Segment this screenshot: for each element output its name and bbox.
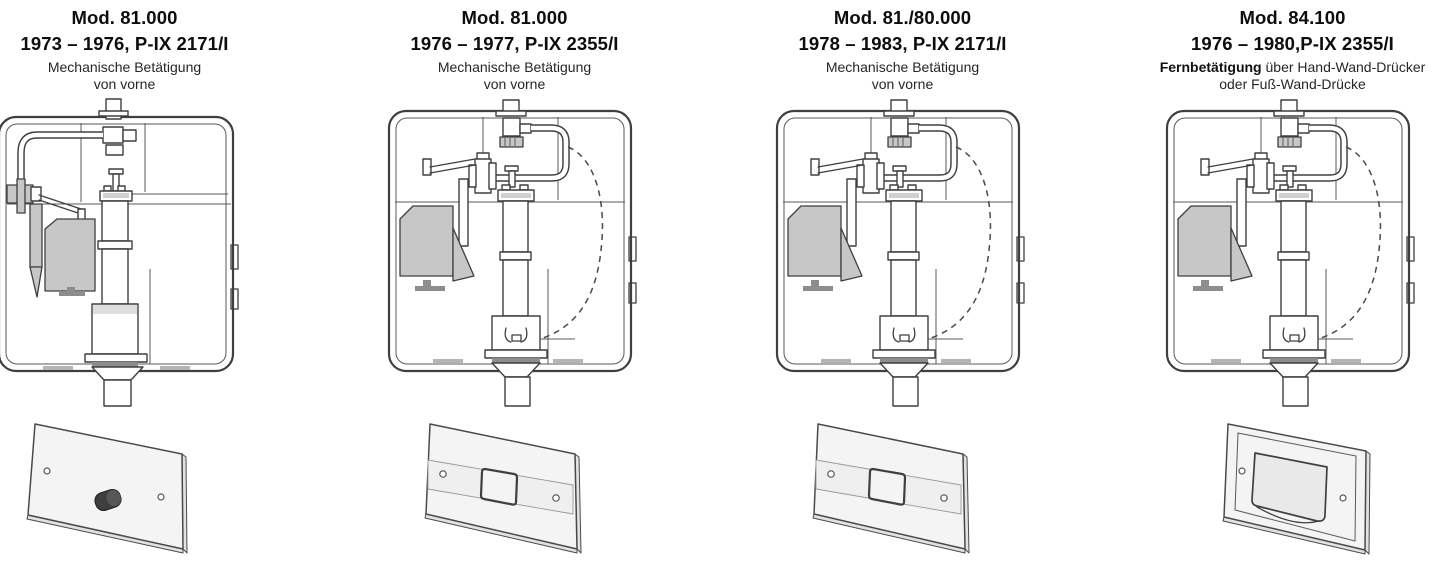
flush-plate-square-diagram <box>405 417 625 567</box>
cistern-cutaway-diagram <box>773 97 1033 417</box>
actuation-description-text: Mechanische Betätigung <box>47 59 202 75</box>
actuation-description-text: Mechanische Betätigung <box>437 59 592 75</box>
actuation-description-line2: von vorne <box>871 76 934 92</box>
variant-column-1: Mod. 81.000 1973 – 1976, P-IX 2171/I Mec… <box>0 0 305 571</box>
variant-header: Mod. 81.000 1976 – 1977, P-IX 2355/I Mec… <box>410 5 618 93</box>
actuation-description-text: Mechanische Betätigung <box>825 59 980 75</box>
flush-plate-rocker-diagram <box>1178 417 1408 567</box>
model-title: Mod. 84.100 <box>1239 7 1346 28</box>
variant-column-2: Mod. 81.000 1976 – 1977, P-IX 2355/I Mec… <box>334 0 695 571</box>
variant-header: Mod. 81./80.000 1978 – 1983, P-IX 2171/I… <box>798 5 1006 93</box>
period-pix-number: 1976 – 1977, P-IX 2355/I <box>410 33 619 54</box>
variant-column-4: Mod. 84.100 1976 – 1980,P-IX 2355/I Fern… <box>1112 0 1445 571</box>
actuation-description-line2: von vorne <box>483 76 546 92</box>
flush-plate-square-diagram <box>793 417 1013 567</box>
variant-header: Mod. 81.000 1973 – 1976, P-IX 2171/I Mec… <box>20 5 228 93</box>
period-pix-number: 1978 – 1983, P-IX 2171/I <box>798 33 1007 54</box>
actuation-description-text: über Hand-Wand-Drücker <box>1261 59 1426 75</box>
variant-column-3: Mod. 81./80.000 1978 – 1983, P-IX 2171/I… <box>722 0 1083 571</box>
model-title: Mod. 81.000 <box>461 7 568 28</box>
variant-header: Mod. 84.100 1976 – 1980,P-IX 2355/I Fern… <box>1160 5 1426 93</box>
period-pix-number: 1973 – 1976, P-IX 2171/I <box>20 33 229 54</box>
cistern-cutaway-diagram <box>0 97 255 417</box>
flush-plate-knob-diagram <box>15 417 235 567</box>
cistern-cutaway-diagram <box>1163 97 1423 417</box>
actuation-description-line2: oder Fuß-Wand-Drücke <box>1219 76 1366 92</box>
period-pix-number: 1976 – 1980,P-IX 2355/I <box>1191 33 1394 54</box>
actuation-description-bold: Fernbetätigung <box>1159 59 1262 75</box>
cistern-cutaway-diagram <box>385 97 645 417</box>
model-title: Mod. 81.000 <box>71 7 178 28</box>
model-title: Mod. 81./80.000 <box>833 7 972 28</box>
actuation-description-line2: von vorne <box>93 76 156 92</box>
